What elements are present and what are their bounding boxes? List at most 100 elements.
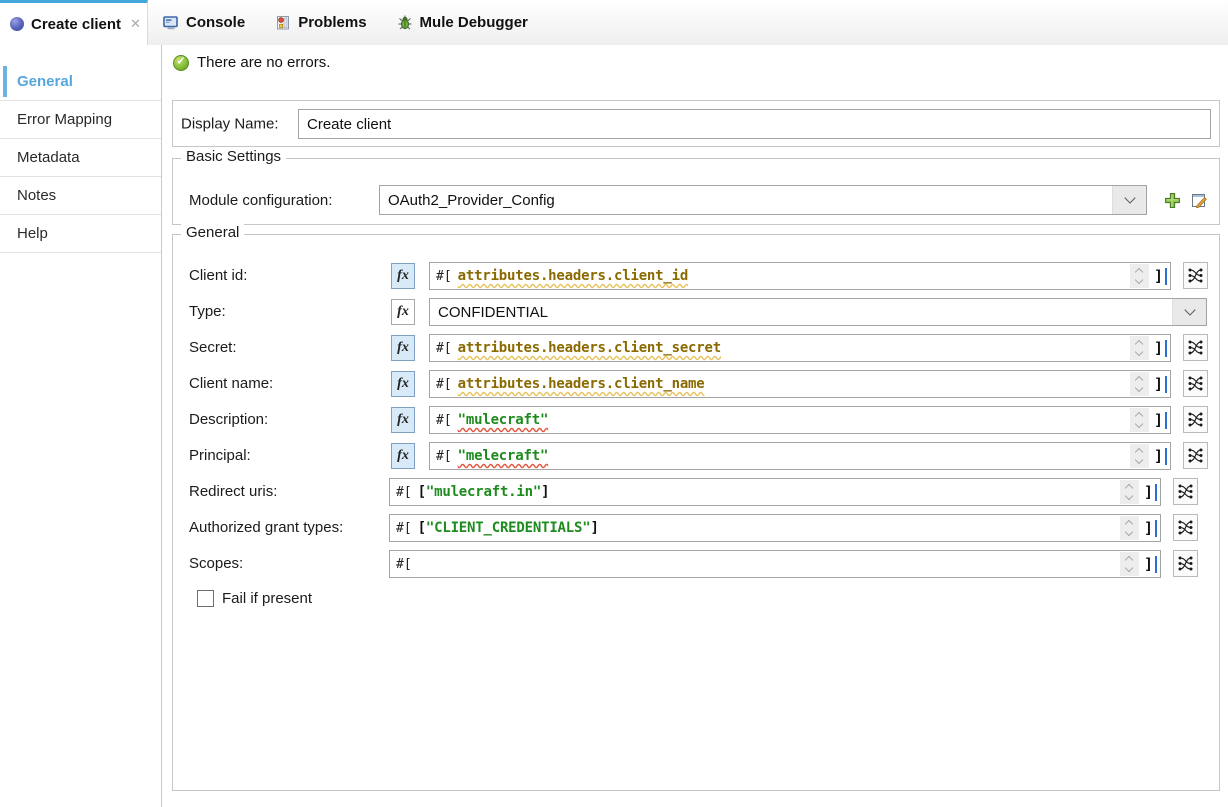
fx-toggle-button[interactable]: fx: [391, 335, 415, 361]
field-row-client-name: Client name:fx#[attributes.headers.clien…: [173, 370, 1219, 398]
tab-console[interactable]: Console: [148, 0, 260, 45]
map-icon: [1177, 483, 1194, 500]
chevron-up-icon: [1135, 412, 1143, 420]
module-configuration-select[interactable]: OAuth2_Provider_Config: [379, 185, 1147, 215]
add-config-button[interactable]: [1162, 190, 1182, 210]
datasense-button[interactable]: [1183, 334, 1208, 361]
fx-toggle-button[interactable]: fx: [391, 263, 415, 289]
console-icon: [163, 15, 179, 31]
fx-icon: fx: [397, 304, 409, 320]
general-group: General Client id:fx#[attributes.headers…: [172, 234, 1220, 791]
map-icon: [1187, 339, 1204, 356]
map-icon: [1187, 375, 1204, 392]
fx-toggle-button[interactable]: fx: [391, 299, 415, 325]
module-configuration-value: OAuth2_Provider_Config: [380, 192, 555, 209]
expression-token: attributes.headers.client_name: [458, 376, 705, 392]
chevron-down-icon: [1135, 348, 1143, 356]
chevron-up-icon: [1125, 520, 1133, 528]
secret-expression-input[interactable]: #[attributes.headers.client_secret]: [429, 334, 1171, 362]
status-row: ✓ There are no errors.: [173, 54, 330, 71]
chevron-up-icon: [1135, 268, 1143, 276]
fx-toggle-button[interactable]: fx: [391, 371, 415, 397]
chevron-glyph: [1184, 304, 1195, 315]
expression-token: [: [418, 520, 426, 536]
field-label: Type:: [189, 303, 226, 320]
expression-prefix: #[: [436, 413, 452, 428]
field-row-principal: Principal:fx#["melecraft"]: [173, 442, 1219, 470]
client-name-expression-input[interactable]: #[attributes.headers.client_name]: [429, 370, 1171, 398]
sidebar-item-metadata[interactable]: Metadata: [0, 139, 161, 177]
expression-stepper[interactable]: [1130, 264, 1149, 288]
map-icon: [1187, 267, 1204, 284]
debugger-icon: [397, 15, 413, 31]
tab-create-client[interactable]: Create client✕: [0, 0, 148, 45]
sidebar-item-error-mapping[interactable]: Error Mapping: [0, 101, 161, 139]
chevron-down-icon[interactable]: [1172, 299, 1206, 325]
tab-mule-debugger[interactable]: Mule Debugger: [382, 0, 543, 45]
field-row-redirect-uris: Redirect uris:#[["mulecraft.in"]]: [173, 478, 1219, 506]
chevron-down-icon: [1125, 492, 1133, 500]
chevron-down-icon: [1135, 384, 1143, 392]
fx-icon: fx: [397, 268, 409, 284]
sidebar-item-notes[interactable]: Notes: [0, 177, 161, 215]
principal-expression-input[interactable]: #["melecraft"]: [429, 442, 1171, 470]
datasense-button[interactable]: [1183, 442, 1208, 469]
expression-caret: [1155, 520, 1157, 537]
datasense-button[interactable]: [1173, 550, 1198, 577]
view-tab-bar: Create client✕Console Problems Mule Debugg…: [0, 0, 1228, 45]
expression-caret: [1165, 448, 1167, 465]
close-icon[interactable]: ✕: [128, 16, 143, 32]
datasense-button[interactable]: [1173, 478, 1198, 505]
fx-toggle-button[interactable]: fx: [391, 407, 415, 433]
authorized-grant-types-expression-input[interactable]: #[["CLIENT_CREDENTIALS"]]: [389, 514, 1161, 542]
tab-problems[interactable]: Problems: [260, 0, 381, 45]
expression-stepper[interactable]: [1130, 372, 1149, 396]
fail-if-present-checkbox[interactable]: [197, 590, 214, 607]
expression-suffix: ]: [1154, 339, 1163, 357]
fail-if-present-row: Fail if present: [173, 588, 312, 608]
expression-prefix: #[: [436, 377, 452, 392]
chevron-down-icon[interactable]: [1112, 186, 1146, 214]
general-legend: General: [181, 224, 244, 241]
problems-icon: [275, 15, 291, 31]
sidebar-item-help[interactable]: Help: [0, 215, 161, 253]
field-label: Secret:: [189, 339, 237, 356]
datasense-button[interactable]: [1183, 262, 1208, 289]
expression-prefix: #[: [436, 269, 452, 284]
expression-token: "melecraft": [458, 448, 549, 464]
edit-config-button[interactable]: [1189, 190, 1209, 210]
type-select[interactable]: CONFIDENTIAL: [429, 298, 1207, 326]
expression-stepper[interactable]: [1130, 336, 1149, 360]
client-id-expression-input[interactable]: #[attributes.headers.client_id]: [429, 262, 1171, 290]
display-name-input[interactable]: [298, 109, 1211, 139]
expression-stepper[interactable]: [1120, 516, 1139, 540]
expression-suffix: ]: [1144, 555, 1153, 573]
expression-prefix: #[: [436, 449, 452, 464]
expression-stepper[interactable]: [1120, 552, 1139, 576]
chevron-down-icon: [1125, 564, 1133, 572]
expression-caret: [1155, 484, 1157, 501]
field-row-type: Type: fx CONFIDENTIAL: [173, 298, 1219, 326]
tab-label: Problems: [298, 14, 366, 31]
chevron-up-icon: [1135, 340, 1143, 348]
fx-toggle-button[interactable]: fx: [391, 443, 415, 469]
datasense-button[interactable]: [1183, 406, 1208, 433]
ok-icon: ✓: [173, 55, 189, 71]
datasense-button[interactable]: [1173, 514, 1198, 541]
expression-stepper[interactable]: [1130, 408, 1149, 432]
select-value: CONFIDENTIAL: [430, 304, 548, 321]
expression-stepper[interactable]: [1120, 480, 1139, 504]
fail-if-present-label: Fail if present: [222, 590, 312, 607]
field-label: Description:: [189, 411, 268, 428]
expression-suffix: ]: [1144, 483, 1153, 501]
map-icon: [1177, 555, 1194, 572]
redirect-uris-expression-input[interactable]: #[["mulecraft.in"]]: [389, 478, 1161, 506]
scopes-expression-input[interactable]: #[]: [389, 550, 1161, 578]
edit-icon: [1191, 192, 1208, 209]
datasense-button[interactable]: [1183, 370, 1208, 397]
expression-stepper[interactable]: [1130, 444, 1149, 468]
description-expression-input[interactable]: #["mulecraft"]: [429, 406, 1171, 434]
expression-token: ]: [590, 520, 598, 536]
fx-icon: fx: [397, 376, 409, 392]
sidebar-item-general[interactable]: General: [0, 63, 161, 101]
